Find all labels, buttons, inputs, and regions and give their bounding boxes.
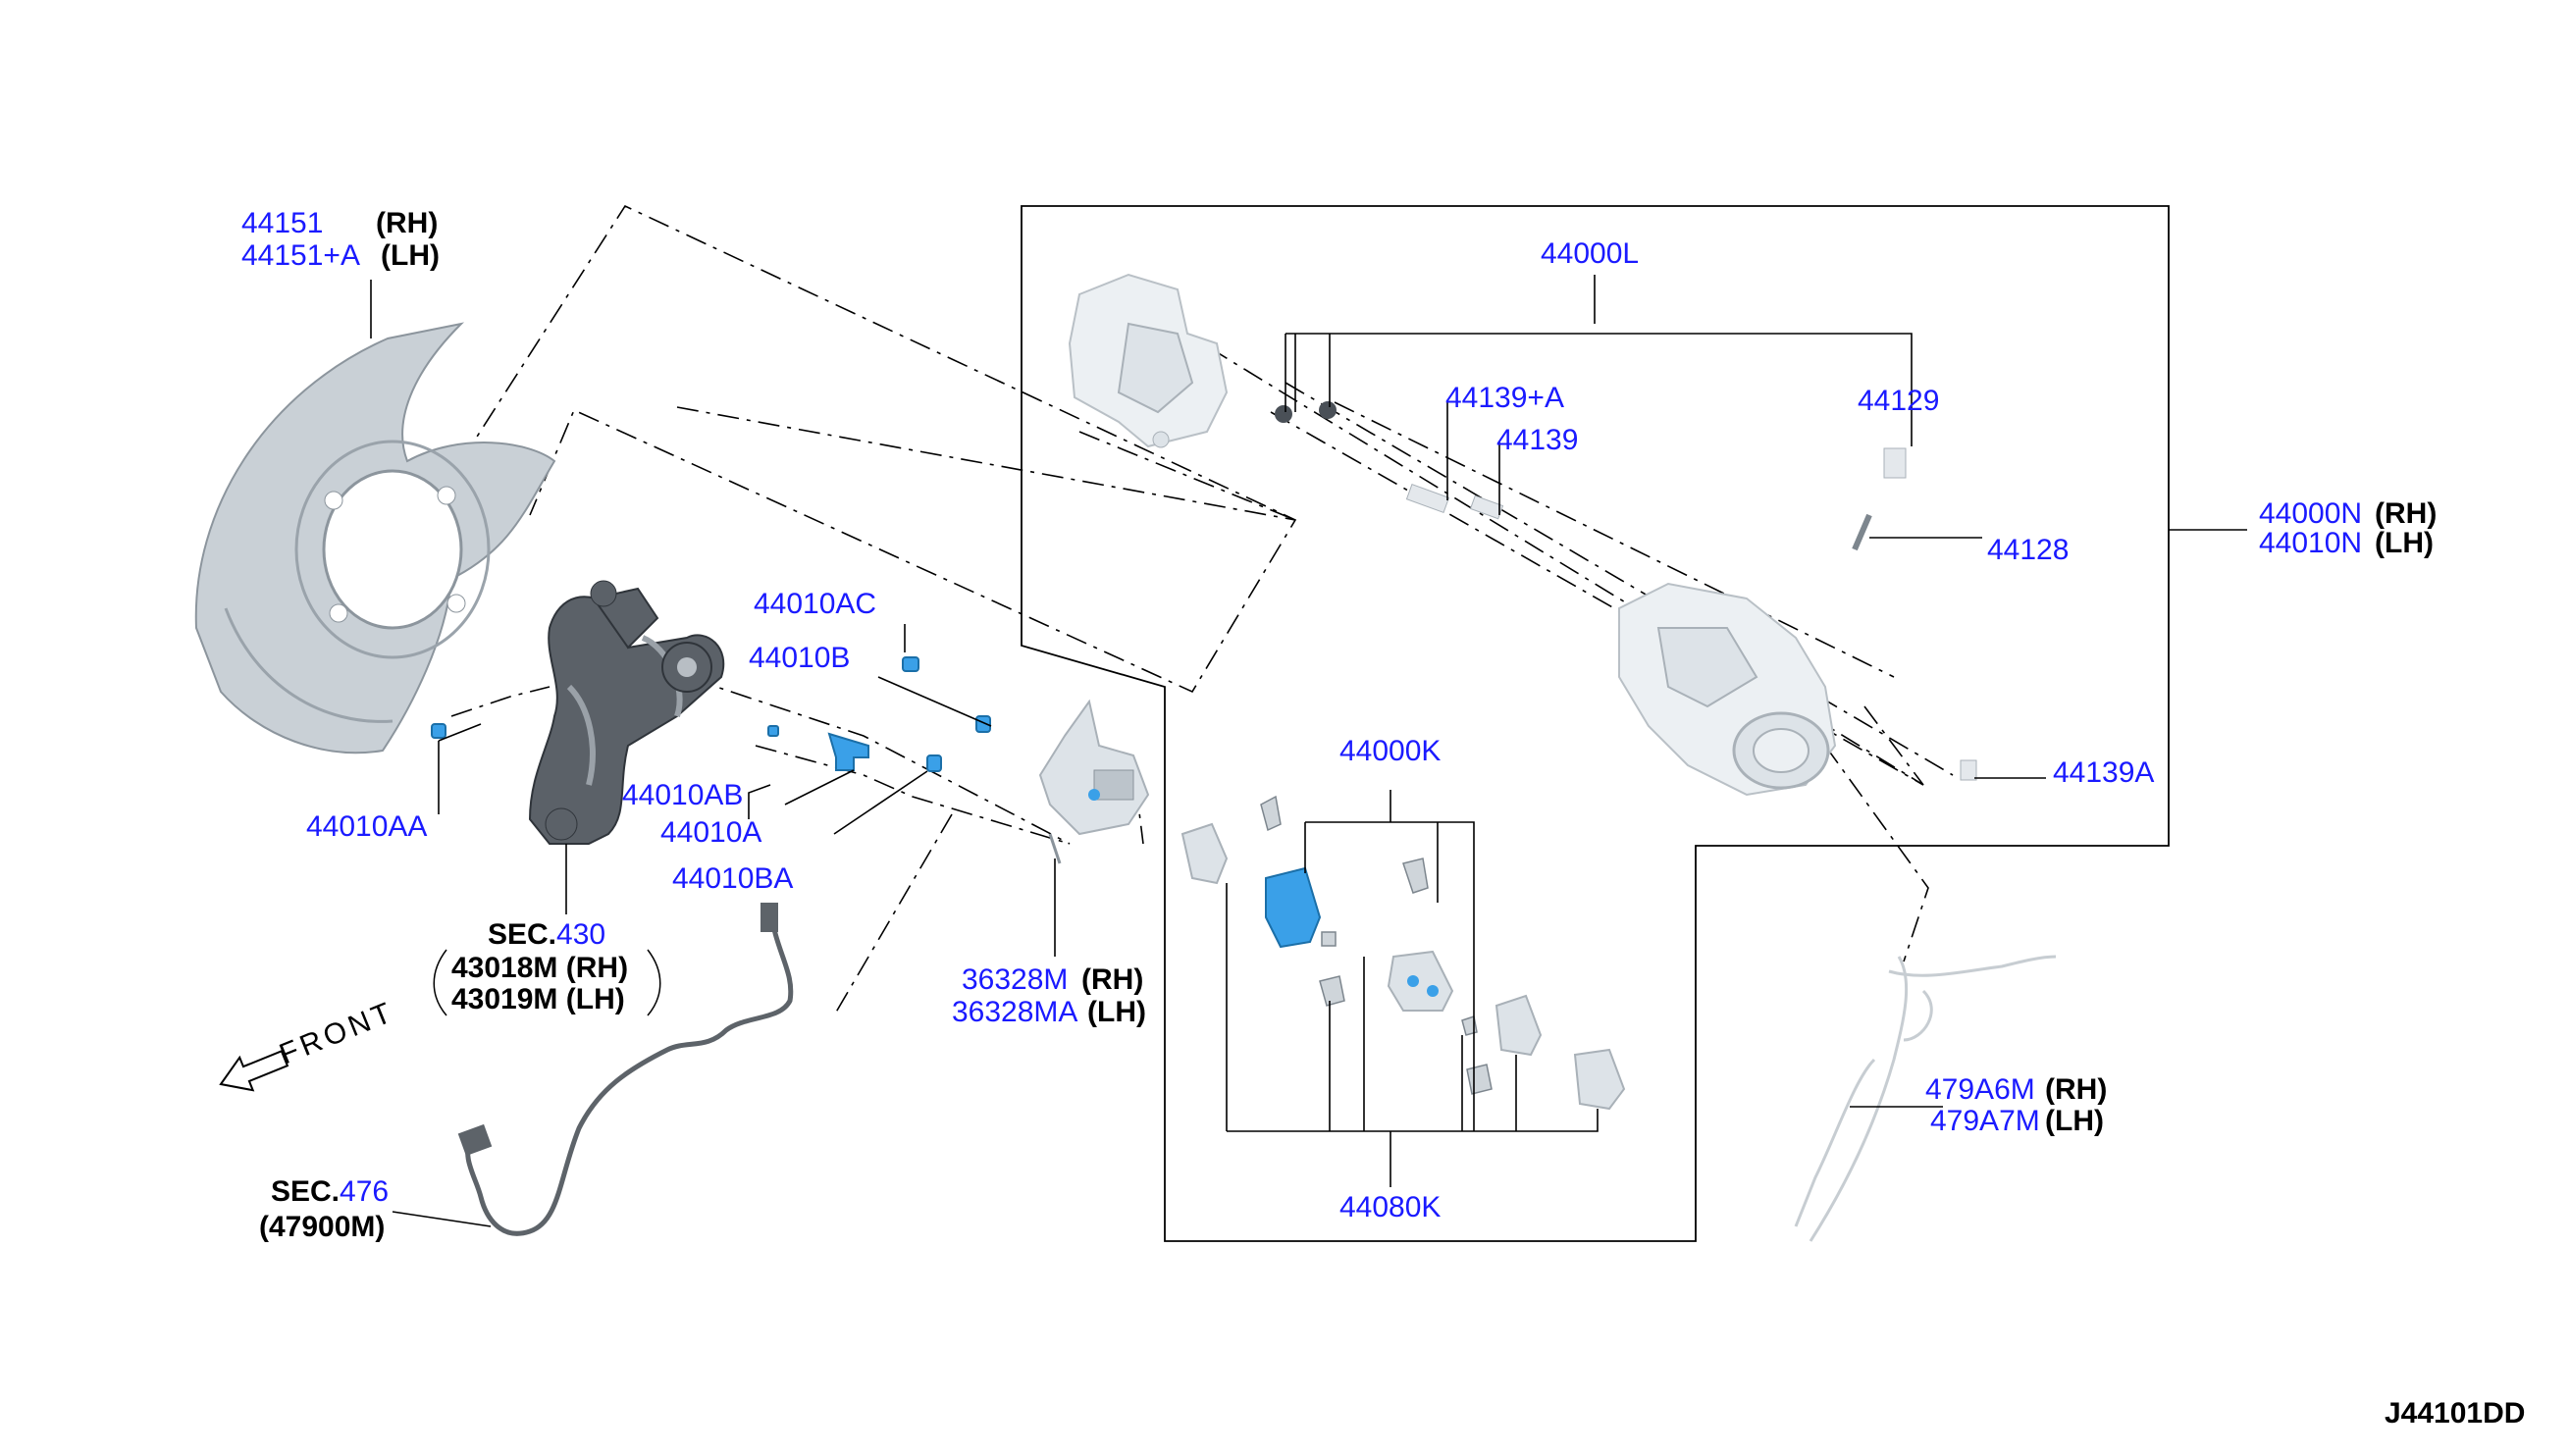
knuckle-label-bracket-right xyxy=(647,949,661,1016)
caliper-illustration xyxy=(1618,582,1837,797)
label-sec-430: SEC.430 xyxy=(488,918,605,951)
label-44010aa: 44010AA xyxy=(306,810,427,843)
bolt-hardware xyxy=(431,656,991,772)
brake-pads-illustration xyxy=(1180,795,1626,1111)
diagram-id: J44101DD xyxy=(2385,1397,2525,1430)
leader-lines xyxy=(370,275,2247,1227)
label-479a7m: 479A7M xyxy=(1930,1105,2040,1137)
caliper-group-box xyxy=(1021,205,2170,1242)
label-sec-476: SEC.476 xyxy=(271,1175,389,1208)
label-44139a-plus: 44139+A xyxy=(1445,382,1564,414)
label-36328ma-lh: (LH) xyxy=(1087,996,1146,1028)
abs-sensor-illustration xyxy=(457,903,794,1236)
wire-harness-illustration xyxy=(1794,955,2057,1242)
caliper-bracket-illustration xyxy=(1038,699,1150,864)
label-44010ab: 44010AB xyxy=(622,779,743,811)
label-479a6m-rh: (RH) xyxy=(2045,1073,2107,1106)
label-44000k: 44000K xyxy=(1339,735,1441,767)
label-44151-rh: (RH) xyxy=(376,207,438,239)
label-44010ac: 44010AC xyxy=(754,588,876,620)
label-44010b: 44010B xyxy=(749,642,850,674)
label-47900m: (47900M) xyxy=(259,1211,385,1243)
label-44000n-rh: (RH) xyxy=(2375,497,2437,530)
label-44080k: 44080K xyxy=(1339,1191,1441,1223)
label-44151: 44151 xyxy=(241,207,323,239)
caliper-carrier-illustration xyxy=(1068,273,1977,781)
label-44000l: 44000L xyxy=(1541,237,1639,270)
label-43018m: 43018M (RH) xyxy=(451,952,628,984)
front-label: FRONT xyxy=(275,996,399,1071)
label-44151a-lh: (LH) xyxy=(381,239,440,272)
front-direction-arrow xyxy=(219,1050,289,1092)
label-44151a: 44151+A xyxy=(241,239,360,272)
knuckle-illustration xyxy=(528,580,725,845)
label-44128: 44128 xyxy=(1987,534,2069,566)
label-36328m: 36328M xyxy=(962,963,1068,996)
label-36328ma: 36328MA xyxy=(952,996,1077,1028)
construction-lines xyxy=(450,204,1954,1016)
label-479a7m-lh: (LH) xyxy=(2045,1105,2104,1137)
label-479a6m: 479A6M xyxy=(1925,1073,2035,1106)
label-36328m-rh: (RH) xyxy=(1081,963,1143,996)
label-44129: 44129 xyxy=(1858,385,1939,417)
knuckle-label-bracket-left xyxy=(433,949,447,1016)
label-44010n: 44010N xyxy=(2259,527,2362,559)
label-44139: 44139 xyxy=(1496,424,1578,456)
label-44010n-lh: (LH) xyxy=(2375,527,2434,559)
dust-shield-illustration xyxy=(194,322,556,754)
label-44139a: 44139A xyxy=(2053,756,2154,789)
label-44010ba: 44010BA xyxy=(672,862,793,895)
label-44010a: 44010A xyxy=(660,816,761,849)
label-44000n: 44000N xyxy=(2259,497,2362,530)
label-43019m: 43019M (LH) xyxy=(451,983,625,1015)
